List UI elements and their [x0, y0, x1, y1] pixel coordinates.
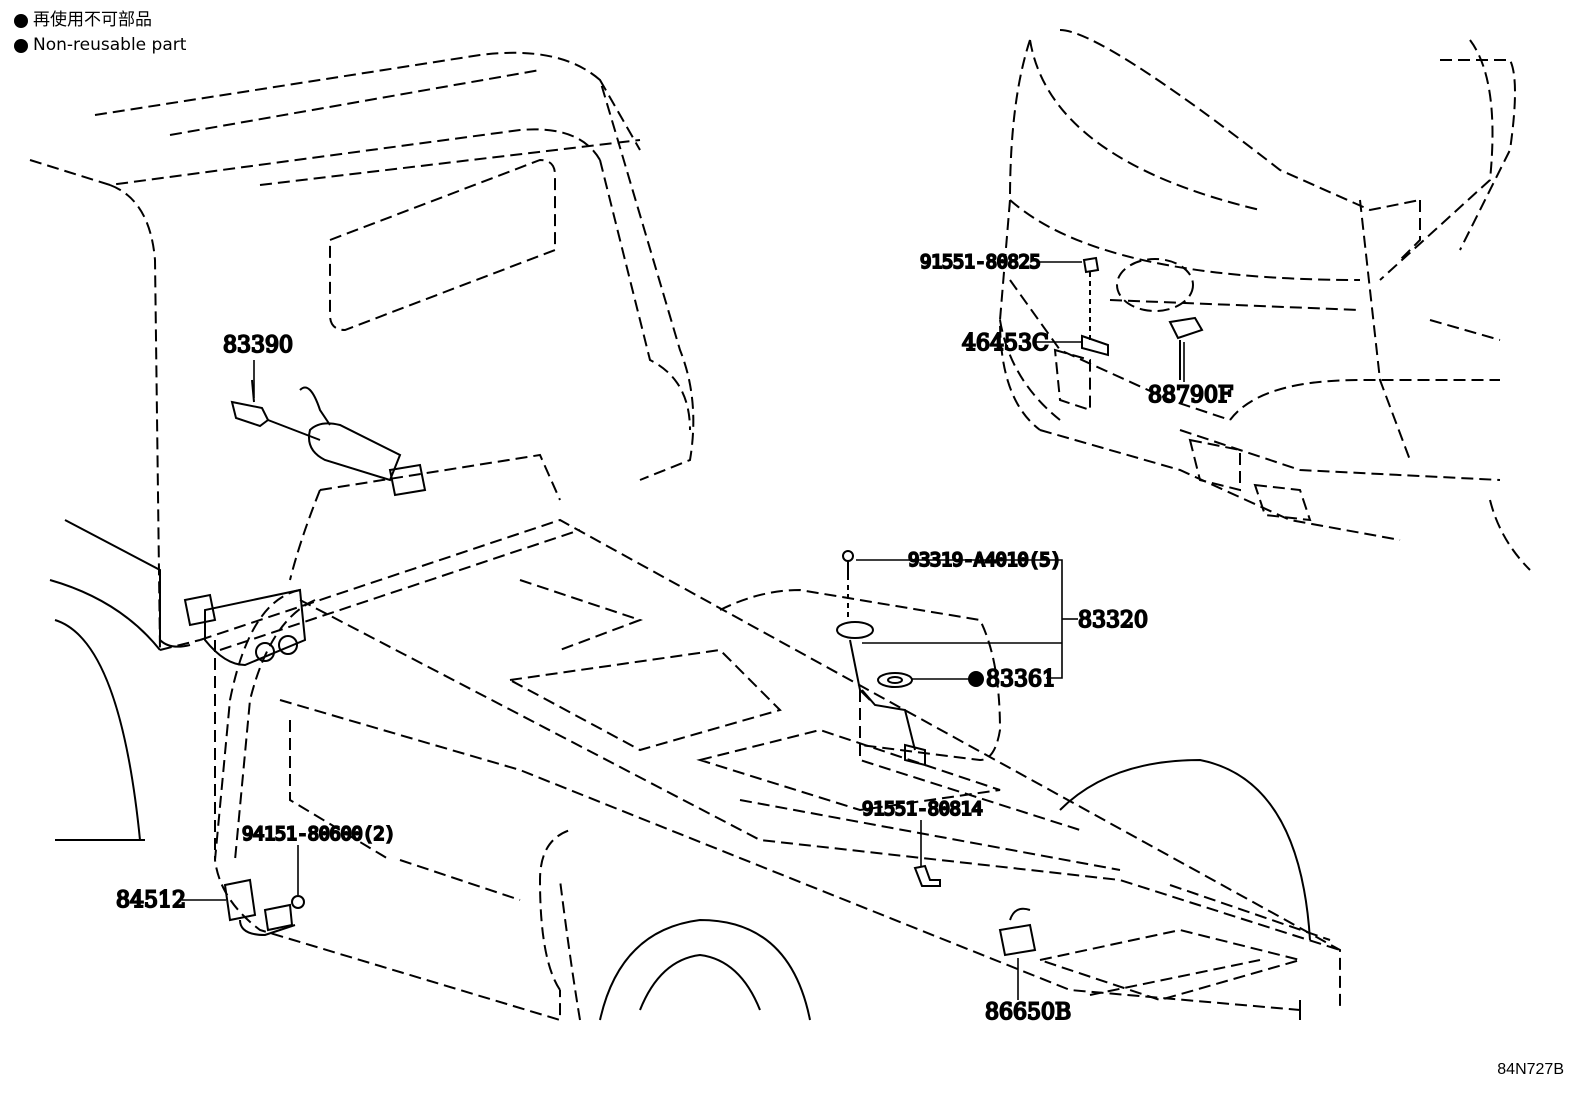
rear-wheel-right	[1059, 758, 1311, 1020]
part-83361	[877, 672, 913, 688]
non-reusable-dot-icon	[968, 671, 984, 687]
callout-91551-80814: 91551-80814	[862, 798, 982, 820]
callout-94151: 94151-80600(2)	[242, 823, 395, 845]
callout-83320: 83320	[1078, 608, 1148, 633]
callout-88790F: 88790F	[1148, 383, 1233, 408]
fuel-tank-part	[299, 386, 427, 497]
part-83390	[230, 379, 321, 441]
part-86650B	[998, 907, 1037, 957]
callout-83361: 83361	[986, 667, 1056, 692]
callout-83390: 83390	[223, 333, 293, 358]
cab-outline	[29, 51, 695, 651]
front-bracket	[183, 588, 307, 667]
legend-row-english: Non-reusable part	[14, 33, 186, 58]
callout-84512: 84512	[116, 888, 186, 913]
legend-english-text: Non-reusable part	[33, 35, 187, 55]
part-88790F	[1168, 316, 1204, 380]
part-94151	[291, 895, 305, 909]
non-reusable-dot-icon	[14, 38, 28, 53]
callout-86650B: 86650B	[985, 1000, 1071, 1025]
rear-wheel-left	[599, 918, 811, 1021]
part-83320	[836, 621, 926, 767]
part-46453C	[1081, 334, 1109, 357]
callout-46453C: 46453C	[962, 331, 1049, 356]
cab-lower	[49, 519, 191, 841]
legend-row-japanese: 再使用不可部品	[14, 8, 186, 33]
illustration-code: 84N727B	[1497, 1061, 1564, 1078]
legend: 再使用不可部品 Non-reusable part	[14, 8, 186, 58]
part-93319	[842, 550, 854, 620]
leader-lines	[182, 261, 1185, 1000]
chassis-frame	[199, 453, 1341, 1011]
callout-91551-80825: 91551-80825	[920, 251, 1040, 273]
non-reusable-dot-icon	[14, 13, 28, 28]
part-91551-80814	[913, 864, 941, 887]
legend-japanese-text: 再使用不可部品	[33, 10, 152, 30]
front-view	[998, 29, 1531, 571]
callout-93319: 93319-A4010(5)	[908, 549, 1061, 571]
part-84512	[223, 878, 296, 937]
part-91551-80825	[1082, 256, 1100, 340]
